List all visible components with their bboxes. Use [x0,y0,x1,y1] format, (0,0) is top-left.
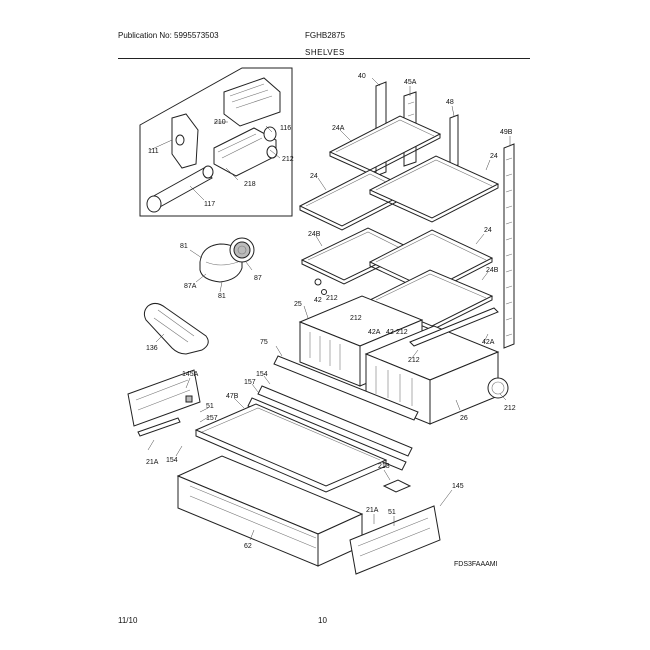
diagram-code: FDS3FAAAMI [454,561,498,568]
callout-145A: 145A [182,371,199,378]
callout-210: 210 [214,119,226,126]
callout-51: 51 [206,403,214,410]
callout-87: 87 [254,275,262,282]
callout-212-c: 212 [350,315,362,322]
section-title: SHELVES [305,48,345,57]
deflector-136 [143,302,209,355]
callout-157-a: 157 [244,379,256,386]
callout-21A-b: 21A [366,507,379,514]
footer-date: 11/10 [118,616,138,625]
callout-212-e: 212 [408,357,420,364]
crisper-drawers [298,295,509,425]
publication-number: Publication No: 5995573503 [118,31,219,40]
callout-40: 40 [358,73,366,80]
callout-136: 136 [146,345,158,352]
callout-81: 81 [180,243,188,250]
callout-21A: 21A [146,459,159,466]
callout-42: 42 [314,297,322,304]
callout-145: 145 [452,483,464,490]
callout-25: 25 [294,301,302,308]
callout-111: 111 [148,148,159,155]
callout-26: 26 [460,415,468,422]
callout-45A: 45A [404,79,417,86]
callout-212-f: 212 [504,405,516,412]
model-number: FGHB2875 [305,31,346,40]
callout-labels: 40 45A 48 49B 24A 24 24 24 24B 24B 210 1… [146,73,516,568]
callout-212-b: 212 [326,295,338,302]
callout-24-c: 24 [484,227,492,234]
callout-48: 48 [446,99,454,106]
callout-24-b: 24 [310,173,318,180]
callout-116: 116 [280,125,291,132]
callout-117: 117 [204,201,215,208]
callout-81-b: 81 [218,293,226,300]
callout-62: 62 [244,543,252,550]
callout-24B-b: 24B [486,267,499,274]
callout-49B: 49B [500,129,513,136]
callout-42A-b: 42A [482,339,495,346]
callout-24-a: 24 [490,153,498,160]
callout-24B: 24B [308,231,321,238]
inset-filter-assembly [139,67,293,217]
footer-page-number: 10 [318,616,327,625]
callout-42A-a: 42A [368,329,381,336]
callout-157-b: 157 [206,415,218,422]
callout-24A: 24A [332,125,345,132]
callout-154-b: 154 [166,457,178,464]
callout-87A: 87A [184,283,197,290]
callout-51-b: 51 [388,509,396,516]
callout-154-a: 154 [256,371,268,378]
callout-218: 218 [244,181,256,188]
callout-47B: 47B [226,393,239,400]
callout-75: 75 [260,339,268,346]
header-rule [118,58,530,59]
callout-212-d: 212 [396,329,408,336]
callout-212-a: 212 [282,156,294,163]
ice-bucket-assembly [189,237,255,293]
glass-shelves [298,115,500,331]
callout-213: 213 [378,463,390,470]
callout-42-b: 42 [386,329,394,336]
pantry-drawer-assembly [127,345,453,575]
